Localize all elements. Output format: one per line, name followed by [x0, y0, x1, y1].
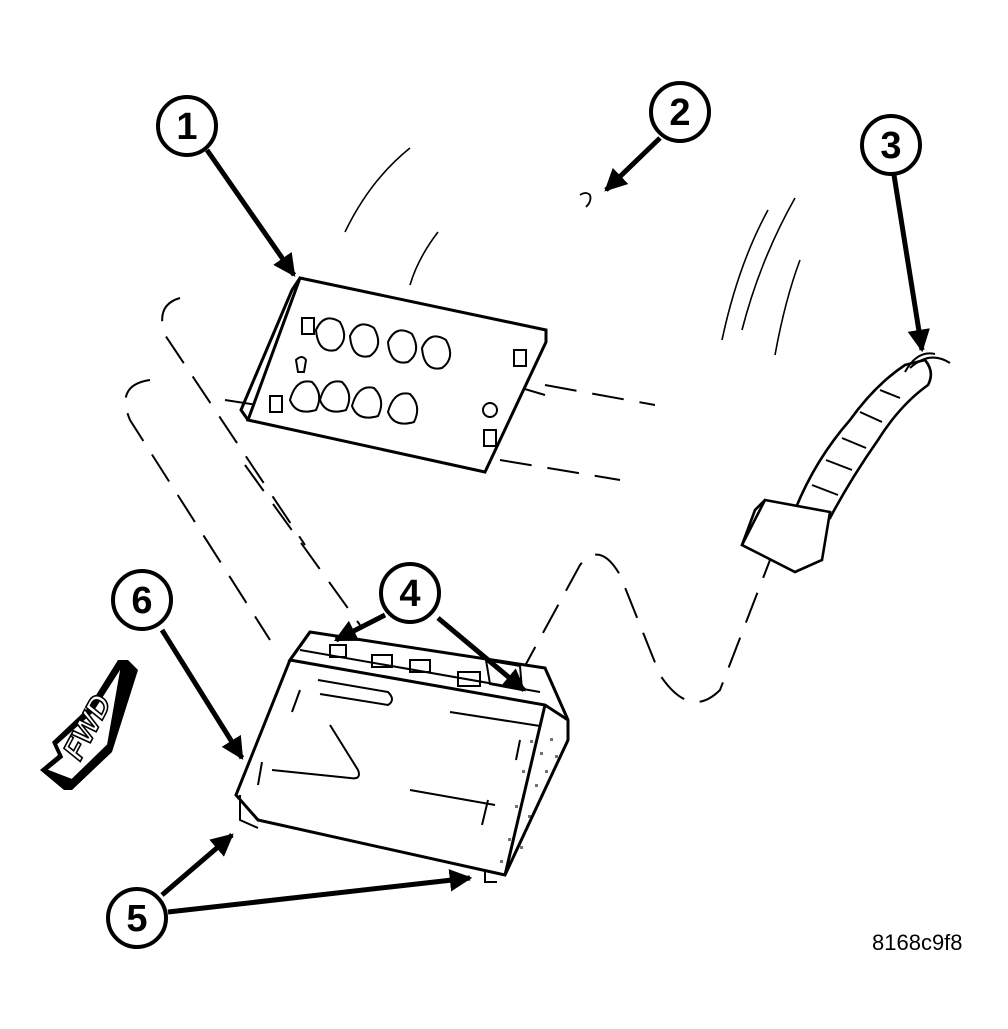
figure-id: 8168c9f8 [872, 930, 963, 955]
leader-3 [891, 174, 930, 353]
callout-2-label: 2 [669, 92, 690, 134]
callout-3-label: 3 [880, 125, 901, 167]
callout-5-label: 5 [126, 898, 147, 940]
mounting-bracket [239, 276, 548, 474]
callout-3: 3 [860, 114, 922, 176]
leader-2 [604, 136, 662, 192]
windshield-glass [344, 147, 801, 356]
leader-4a [333, 612, 387, 643]
callout-4: 4 [379, 562, 441, 624]
leader-6 [159, 628, 245, 760]
leader-1 [204, 148, 297, 277]
callout-6-label: 6 [131, 580, 152, 622]
leader-lines [159, 136, 930, 915]
leader-5b [167, 869, 473, 915]
callout-2: 2 [649, 81, 711, 143]
control-module [234, 630, 570, 883]
leader-5a [160, 833, 234, 897]
wiring-harness [740, 352, 951, 574]
leader-4b [436, 616, 526, 692]
callout-5: 5 [106, 887, 168, 949]
fwd-direction-arrow: FWD [40, 660, 138, 790]
callout-6: 6 [111, 569, 173, 631]
callout-1: 1 [156, 95, 218, 157]
callout-1-label: 1 [176, 106, 197, 148]
callout-4-label: 4 [399, 573, 420, 615]
